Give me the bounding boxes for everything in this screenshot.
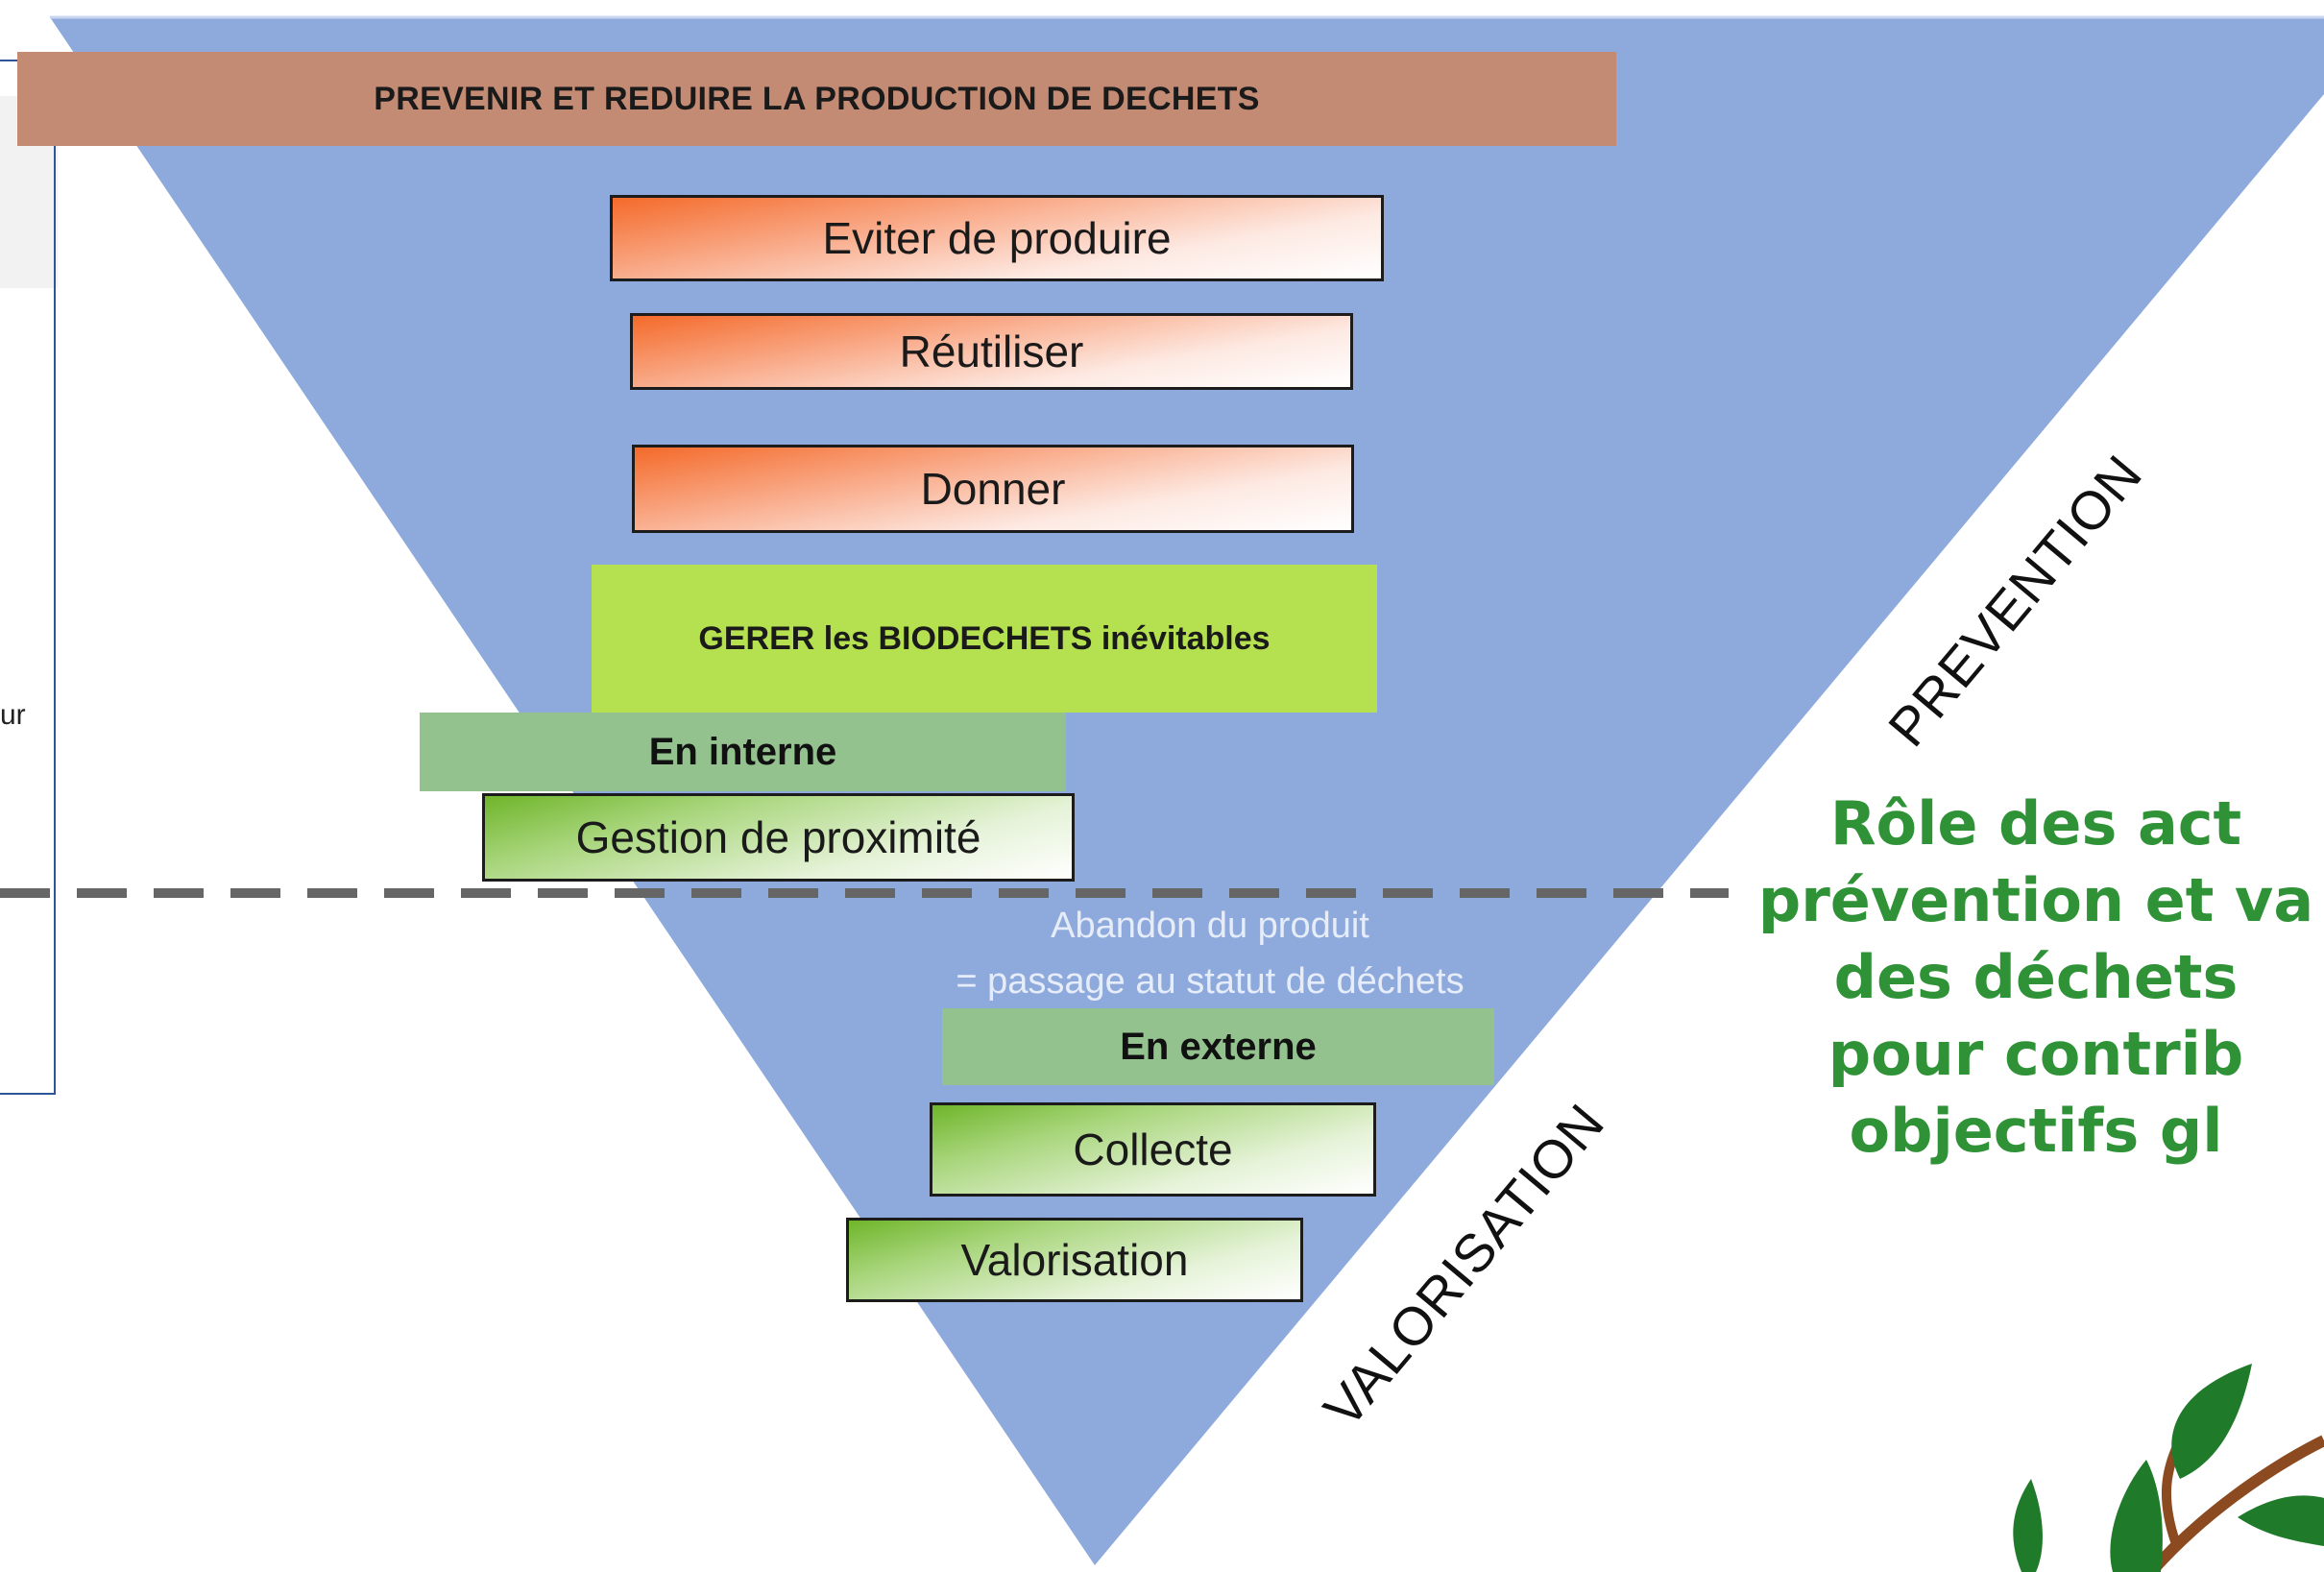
- step-valorisation: Valorisation: [846, 1218, 1303, 1302]
- en-interne-label: En interne: [420, 713, 1066, 791]
- left-panel-frame: [0, 60, 56, 1095]
- abandon-line-1: Abandon du produit: [1051, 906, 1369, 946]
- left-panel-text-fragment: ur: [0, 699, 26, 731]
- step-donner: Donner: [632, 445, 1354, 533]
- headline-line-1: Rôle des act: [1829, 788, 2242, 859]
- headline-line-2: prévention et va: [1757, 865, 2314, 935]
- headline-line-5: objectifs gl: [1849, 1096, 2223, 1166]
- step-collecte: Collecte: [930, 1102, 1376, 1197]
- step-gestion-de-proximite: Gestion de proximité: [482, 793, 1075, 882]
- en-externe-label: En externe: [942, 1008, 1494, 1085]
- step-eviter-de-produire: Eviter de produire: [610, 195, 1384, 281]
- headline-line-4: pour contrib: [1828, 1019, 2244, 1089]
- prevention-banner: PREVENIR ET REDUIRE LA PRODUCTION DE DEC…: [17, 52, 1616, 146]
- leaf-branch-icon: [2013, 1364, 2324, 1572]
- step-reutiliser: Réutiliser: [630, 313, 1353, 390]
- biodechets-block: GERER les BIODECHETS inévitables: [592, 565, 1377, 713]
- inverted-triangle: [50, 17, 2324, 1565]
- abandon-line-2: = passage au statut de déchets: [956, 961, 1465, 1002]
- headline-line-3: des déchets: [1833, 942, 2239, 1012]
- headline-text: Rôle des act prévention et va des déchet…: [1690, 786, 2324, 1170]
- abandon-note: Abandon du produit = passage au statut d…: [864, 898, 1556, 1009]
